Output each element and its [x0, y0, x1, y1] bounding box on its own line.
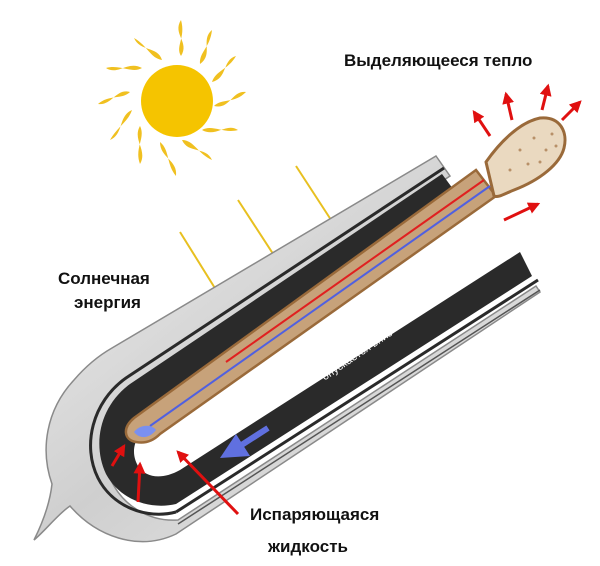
heat-arrow-3	[539, 83, 552, 111]
sun-rays	[98, 20, 246, 176]
label-evaporating-line2: жидкость	[267, 537, 348, 556]
outer-glass-rim	[177, 289, 541, 525]
heat-arrow-5	[503, 202, 541, 222]
condenser-bulb-texture	[508, 132, 558, 172]
inner-tube-lower-edge	[175, 278, 539, 514]
sun-icon	[98, 20, 246, 176]
liquid-pool	[134, 425, 156, 438]
vapor-line	[225, 179, 485, 363]
condensate-line	[149, 185, 491, 427]
label-solar-energy-line1: Солнечная	[58, 269, 150, 288]
heat-arrow-1	[472, 110, 492, 137]
released-heat-arrows	[472, 83, 582, 222]
heat-pipe-body	[124, 168, 498, 444]
evap-arrow-1	[110, 443, 126, 467]
sun-disc	[141, 65, 213, 137]
label-evaporating-line1: Испаряющаяся	[250, 505, 379, 524]
heat-arrow-4	[560, 100, 582, 122]
inner-tube-upper-edge	[89, 166, 445, 516]
label-released-heat: Выделяющееся тепло	[344, 51, 532, 70]
evaporation-arrows	[110, 443, 240, 516]
heat-arrow-2	[502, 91, 515, 121]
heat-pipe	[124, 116, 567, 444]
condenser-bulb	[484, 116, 567, 198]
downflow-arrow	[220, 425, 270, 458]
label-solar-energy-line2: энергия	[74, 293, 141, 312]
evap-arrow-3	[176, 450, 240, 516]
evap-arrow-2	[133, 461, 146, 503]
